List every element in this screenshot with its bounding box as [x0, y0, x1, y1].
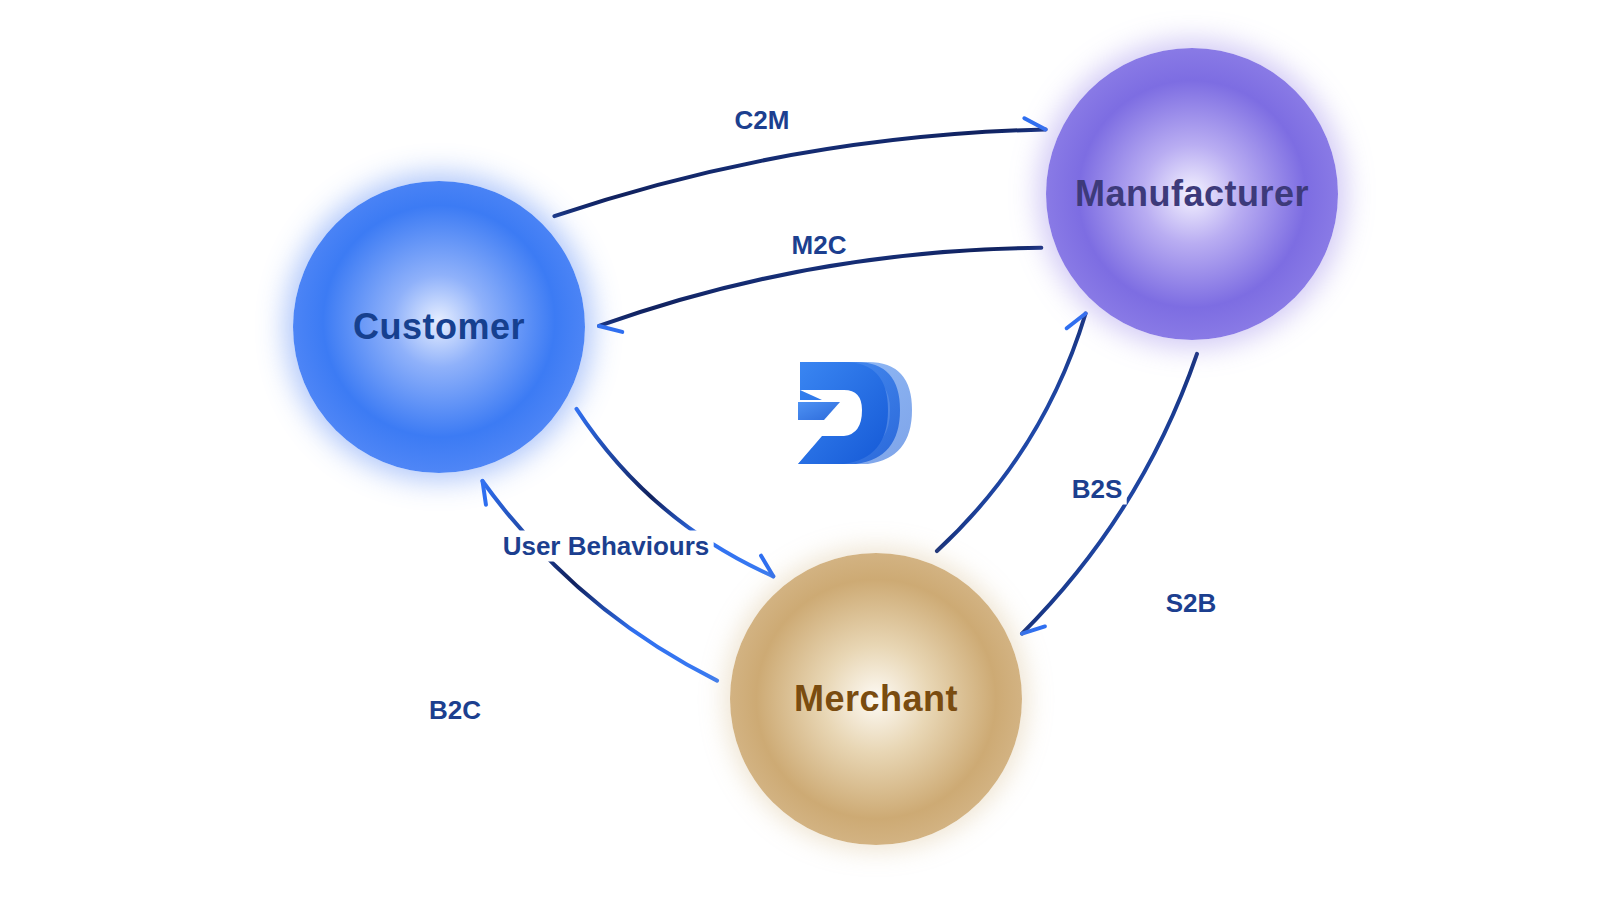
flow-label: M2C	[788, 230, 851, 261]
flow-label: C2M	[731, 105, 794, 136]
flow-label: User Behaviours	[499, 531, 714, 562]
flow-label: S2B	[1162, 588, 1221, 619]
node-label: Customer	[353, 306, 525, 348]
node-label: Manufacturer	[1075, 173, 1309, 215]
flow-arrow	[482, 481, 717, 681]
flow-arrow	[937, 313, 1086, 551]
arrow-head	[1067, 313, 1086, 328]
flow-line	[554, 129, 1045, 216]
node-label: Merchant	[794, 678, 958, 720]
arrow-head	[1024, 118, 1045, 129]
logo	[798, 362, 912, 464]
flow-label: B2S	[1068, 474, 1127, 505]
flow-line	[937, 313, 1086, 551]
arrow-head	[1022, 626, 1045, 633]
arrow-head	[482, 481, 485, 505]
entity-circle: Customer	[293, 181, 585, 473]
entity-circle: Merchant	[730, 553, 1022, 845]
entity-circle: Manufacturer	[1046, 48, 1338, 340]
flow-arrow	[554, 118, 1045, 216]
flow-line	[482, 481, 717, 681]
arrow-head	[761, 556, 773, 577]
arrow-head	[599, 326, 622, 332]
flow-label: B2C	[425, 695, 485, 726]
